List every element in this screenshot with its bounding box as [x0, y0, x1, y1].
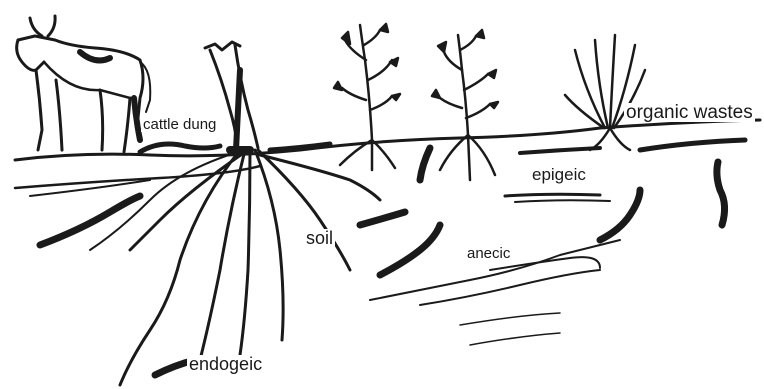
tree-icon [205, 42, 258, 150]
organic-wastes-label: organic wastes [624, 103, 755, 122]
root-icon [90, 150, 380, 385]
soil-surface-lines [15, 120, 760, 345]
cattle-dung-icon [140, 144, 220, 152]
cow-icon [17, 16, 151, 152]
seedling-icon [334, 24, 400, 170]
soil-label: soil [304, 229, 335, 247]
anecic-label: anecic [465, 246, 512, 261]
endogeic-label: endogeic [187, 355, 264, 373]
seedling-icon [432, 30, 498, 180]
grass-tuft-icon [565, 35, 645, 150]
cattle-dung-label: cattle dung [141, 117, 218, 132]
epigeic-label: epigeic [530, 166, 588, 183]
